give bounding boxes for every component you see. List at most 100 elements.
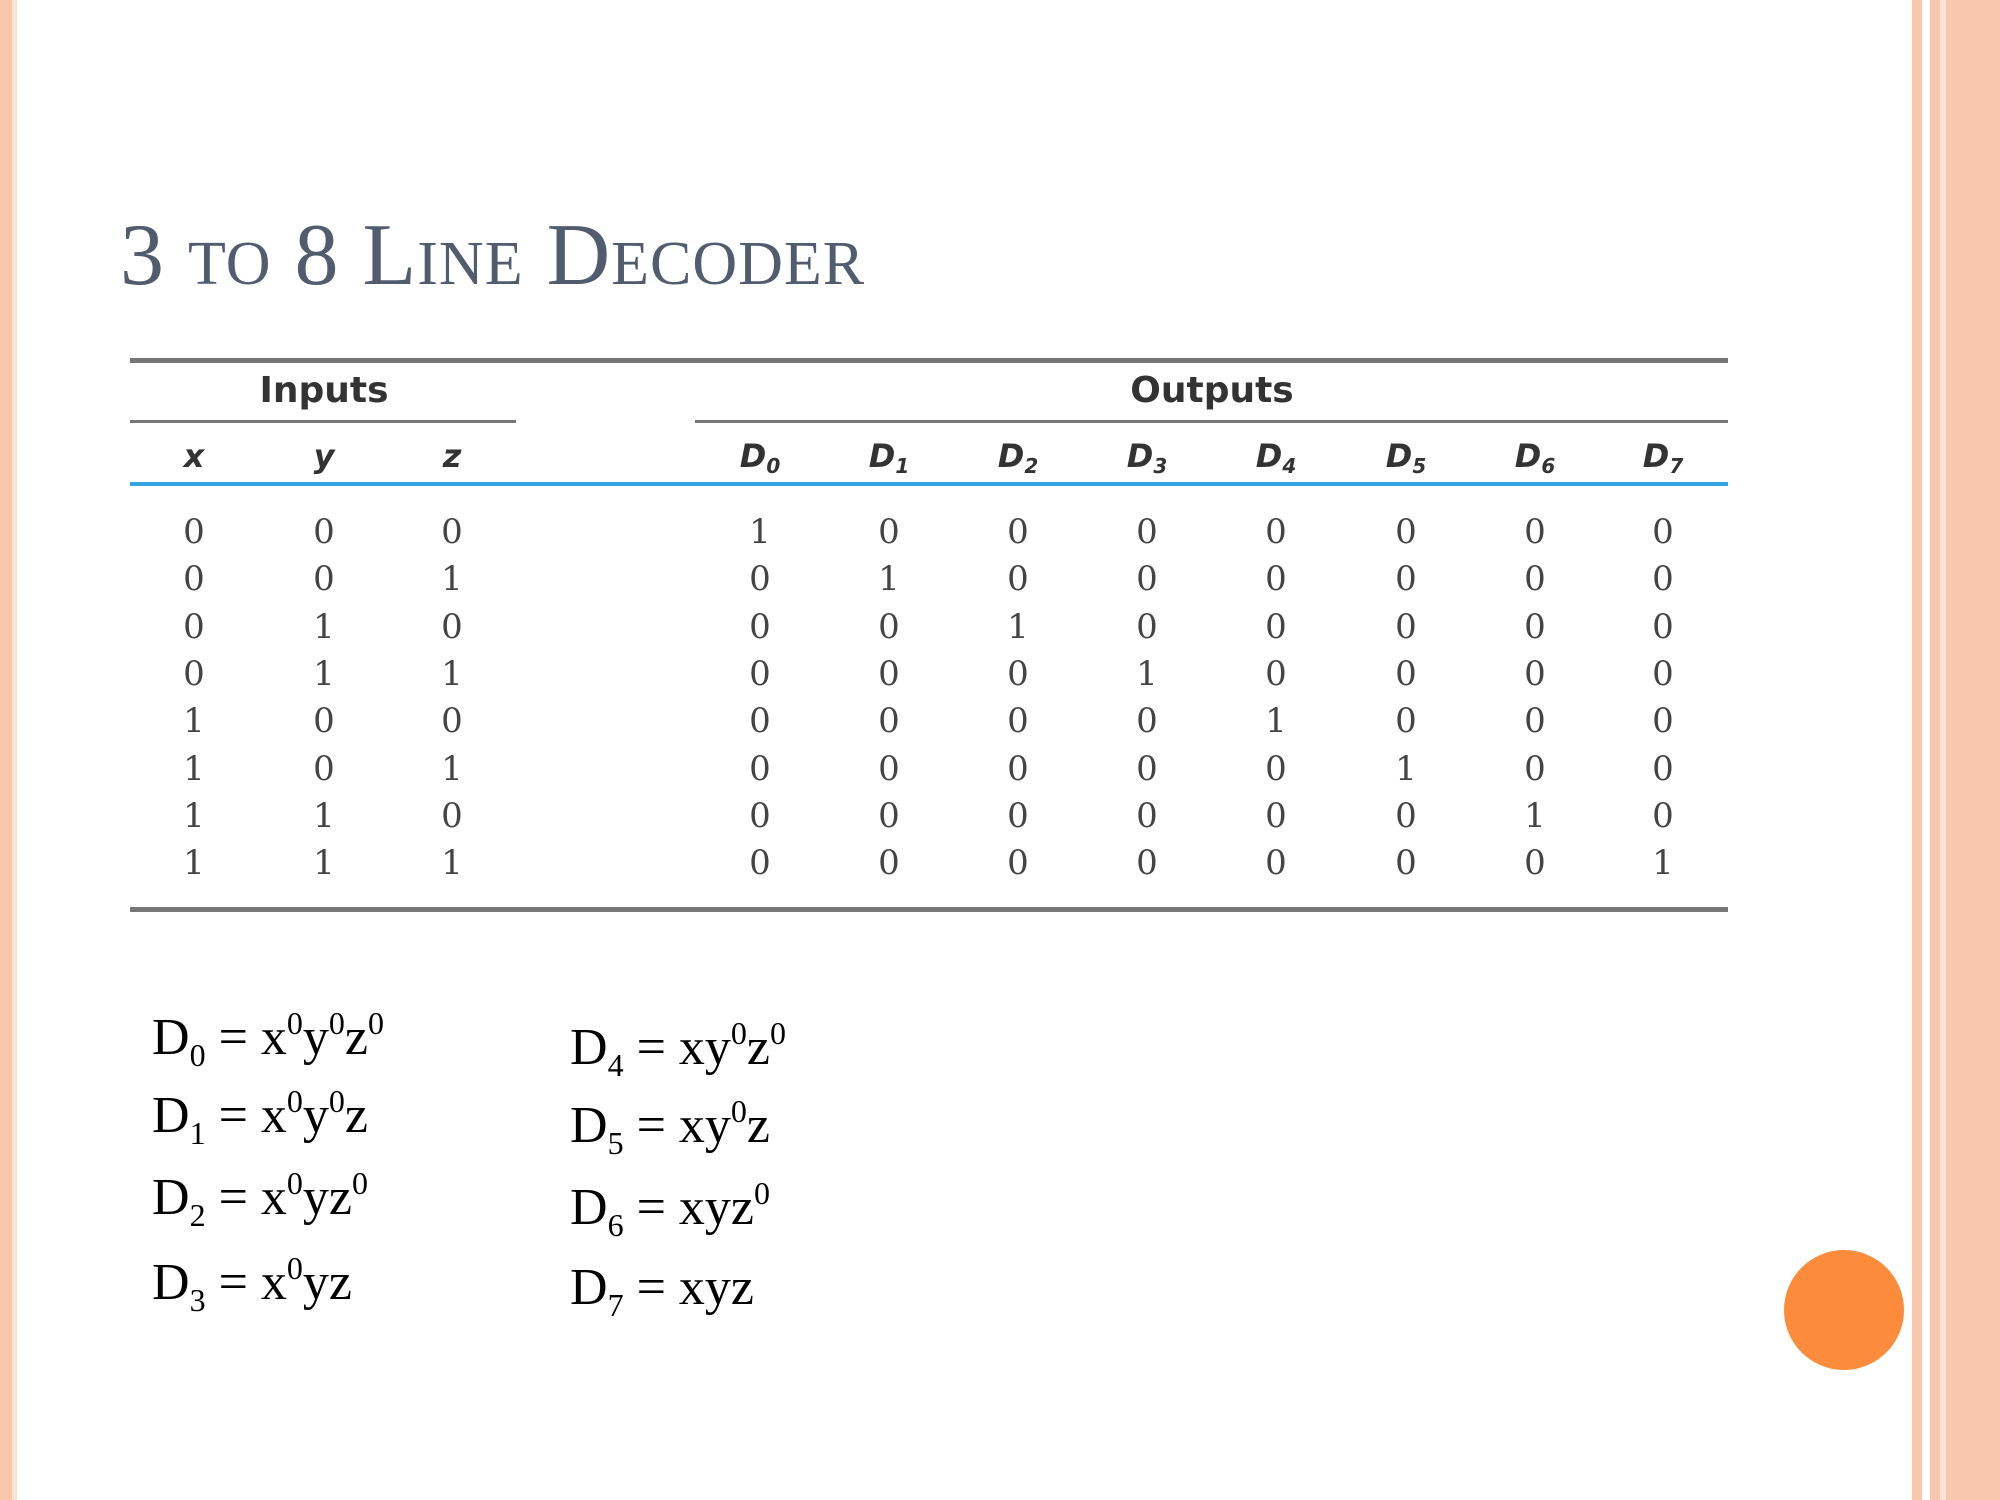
equation-variable: z — [746, 1019, 770, 1076]
equation-lhs: D — [152, 1087, 190, 1144]
table-cell: 0 — [441, 701, 463, 742]
equation-d6: D6 = xyz0 — [570, 1175, 770, 1244]
table-cell: 0 — [749, 795, 771, 836]
table-cell: 1 — [313, 795, 335, 836]
equation-lhs: D — [152, 1009, 190, 1066]
equation-d4: D4 = xy0z0 — [570, 1015, 786, 1084]
table-cell: 0 — [878, 795, 900, 836]
equation-lhs: D — [570, 1179, 608, 1236]
column-header-d6: D6 — [1515, 437, 1555, 478]
table-top-rule — [130, 358, 1728, 363]
table-cell: 0 — [1265, 653, 1287, 694]
table-bottom-rule — [130, 907, 1728, 912]
equation-d7: D7 = xyz — [570, 1258, 754, 1324]
equation-variable: y — [704, 1097, 731, 1154]
column-header-base: D — [1642, 437, 1670, 475]
equation-variable: z — [328, 1169, 352, 1226]
table-cell: 0 — [313, 512, 335, 552]
equation-lhs-subscript: 3 — [189, 1282, 206, 1318]
table-cell: 0 — [1265, 748, 1287, 789]
equation-variable: x — [678, 1019, 705, 1076]
table-cell: 0 — [1265, 559, 1287, 600]
column-header-base: D — [739, 437, 767, 475]
outputs-group-rule — [695, 420, 1728, 423]
equation-lhs: D — [570, 1019, 608, 1076]
table-cell: 0 — [1395, 653, 1417, 694]
equation-d3: D3 = x0yz — [152, 1250, 352, 1319]
equation-superscript: 0 — [730, 1015, 747, 1051]
column-header-subscript: 4 — [1282, 454, 1297, 478]
column-header-d5: D5 — [1386, 437, 1426, 478]
table-cell: 0 — [749, 843, 771, 884]
table-cell: 0 — [878, 843, 900, 884]
table-cell: 0 — [1652, 653, 1674, 694]
equation-lhs: D — [152, 1254, 190, 1311]
table-cell: 0 — [1395, 512, 1417, 552]
table-cell: 0 — [1265, 795, 1287, 836]
equals-sign: = — [205, 1254, 261, 1311]
right-border-gap — [1922, 0, 1930, 1500]
equation-superscript: 0 — [286, 1005, 303, 1041]
table-cell: 1 — [183, 795, 205, 836]
header-rule — [130, 482, 1728, 486]
equation-lhs-subscript: 7 — [607, 1287, 624, 1323]
equation-d1: D1 = x0y0z — [152, 1083, 368, 1152]
table-cell: 0 — [1007, 653, 1029, 694]
equation-variable: x — [260, 1087, 287, 1144]
table-cell: 0 — [1136, 606, 1158, 647]
equation-variable: y — [302, 1169, 329, 1226]
equals-sign: = — [205, 1087, 261, 1144]
equation-variable: y — [704, 1019, 731, 1076]
equation-lhs: D — [152, 1169, 190, 1226]
table-cell: 0 — [183, 559, 205, 600]
table-cell: 0 — [749, 606, 771, 647]
table-cell: 0 — [1265, 512, 1287, 552]
column-header-d7: D7 — [1643, 437, 1683, 478]
table-cell: 0 — [1265, 843, 1287, 884]
equation-lhs-subscript: 6 — [607, 1207, 624, 1243]
equation-variable: z — [344, 1009, 368, 1066]
table-cell: 0 — [878, 701, 900, 742]
table-cell: 0 — [749, 748, 771, 789]
column-header-subscript: 3 — [1153, 454, 1168, 478]
table-cell: 0 — [749, 653, 771, 694]
table-cell: 0 — [1136, 748, 1158, 789]
table-cell: 0 — [441, 606, 463, 647]
column-header-base: D — [1126, 437, 1154, 475]
equation-lhs-subscript: 1 — [189, 1115, 206, 1151]
table-cell: 0 — [441, 512, 463, 552]
equation-variable: y — [704, 1259, 731, 1316]
equation-variable: x — [260, 1254, 287, 1311]
table-cell: 0 — [1524, 748, 1546, 789]
equals-sign: = — [623, 1097, 679, 1154]
equation-variable: y — [302, 1254, 329, 1311]
column-header-subscript: 5 — [1412, 454, 1427, 478]
column-header-d2: D2 — [998, 437, 1038, 478]
equation-lhs-subscript: 0 — [189, 1037, 206, 1073]
table-cell: 0 — [1395, 606, 1417, 647]
table-cell: 0 — [749, 559, 771, 600]
table-cell: 1 — [1136, 653, 1158, 694]
equation-variable: y — [302, 1009, 329, 1066]
equation-d2: D2 = x0yz0 — [152, 1165, 368, 1234]
equals-sign: = — [623, 1019, 679, 1076]
inputs-header: Inputs — [259, 370, 389, 411]
equation-variable: y — [302, 1087, 329, 1144]
table-cell: 1 — [1524, 795, 1546, 836]
equation-superscript: 0 — [367, 1005, 384, 1041]
table-cell: 0 — [1136, 701, 1158, 742]
equation-superscript: 0 — [753, 1175, 770, 1211]
column-header-subscript: 2 — [1024, 454, 1039, 478]
table-cell: 1 — [441, 843, 463, 884]
equation-superscript: 0 — [730, 1093, 747, 1129]
table-cell: 1 — [441, 653, 463, 694]
equation-variable: z — [328, 1254, 352, 1311]
table-cell: 0 — [1395, 701, 1417, 742]
table-cell: 0 — [1136, 795, 1158, 836]
table-cell: 0 — [749, 701, 771, 742]
column-header-subscript: 6 — [1541, 454, 1556, 478]
table-cell: 0 — [1652, 701, 1674, 742]
outputs-header: Outputs — [1130, 370, 1294, 411]
equation-variable: z — [344, 1087, 368, 1144]
slide-title: 3 to 8 Line Decoder — [120, 207, 866, 304]
